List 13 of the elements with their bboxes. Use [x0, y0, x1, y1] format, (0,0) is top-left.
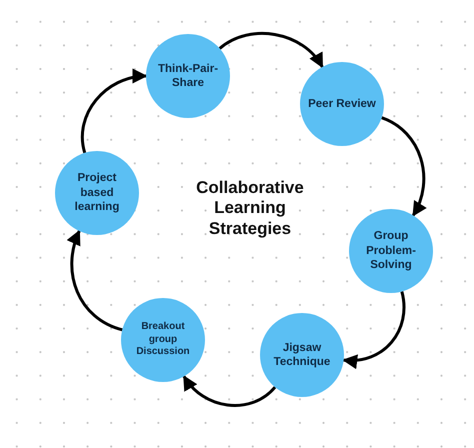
arrow [182, 375, 276, 407]
node-label: Think-Pair-Share [156, 62, 220, 90]
node-label: Jigsaw Technique [272, 340, 332, 370]
node-label: Peer Review [308, 96, 376, 112]
arrow [80, 70, 148, 154]
node-label: Project based learning [74, 171, 120, 215]
arrow [67, 230, 123, 332]
arrow [342, 291, 406, 368]
node-label: Breakout group Discussion [135, 321, 191, 359]
arrow [218, 32, 324, 68]
node-label: Group Problem-Solving [365, 229, 417, 273]
diagram-title: Collaborative Learning Strategies [195, 178, 305, 240]
arrow [381, 116, 426, 217]
